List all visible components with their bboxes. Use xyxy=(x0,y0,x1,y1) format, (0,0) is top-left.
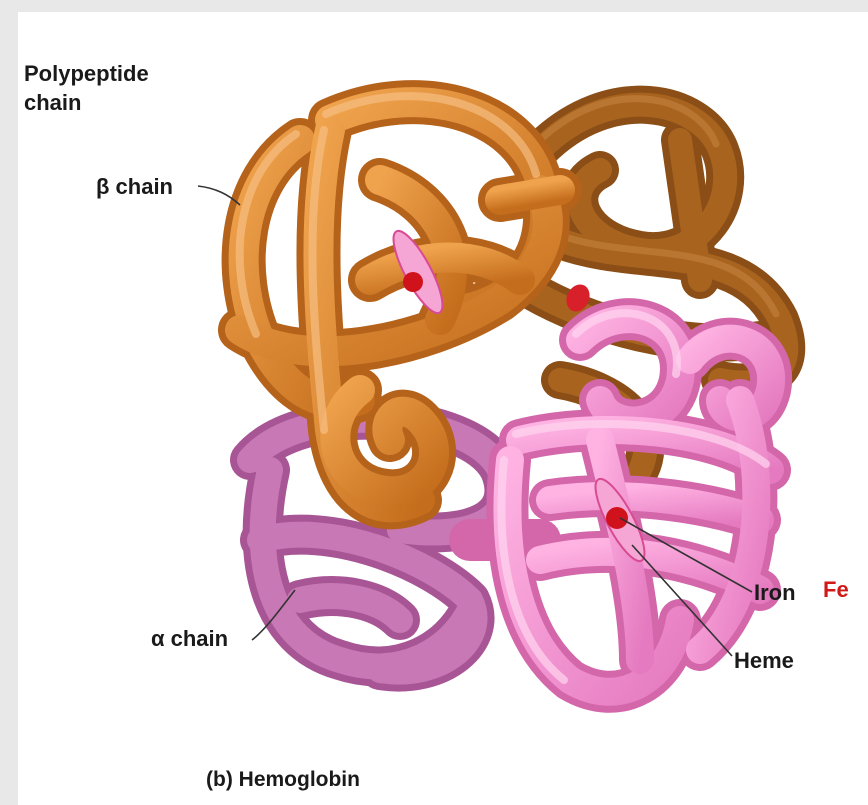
iron-label: Iron xyxy=(754,580,796,606)
fe-label: Fe xyxy=(823,577,849,603)
beta-chain-label: β chain xyxy=(96,174,173,200)
figure-caption: (b) Hemoglobin xyxy=(206,767,360,793)
polypeptide-label-line1: Polypeptide xyxy=(24,61,149,87)
polypeptide-label-line2: chain xyxy=(24,90,81,116)
alpha-chain-label: α chain xyxy=(151,626,228,652)
heme-label: Heme xyxy=(734,648,794,674)
